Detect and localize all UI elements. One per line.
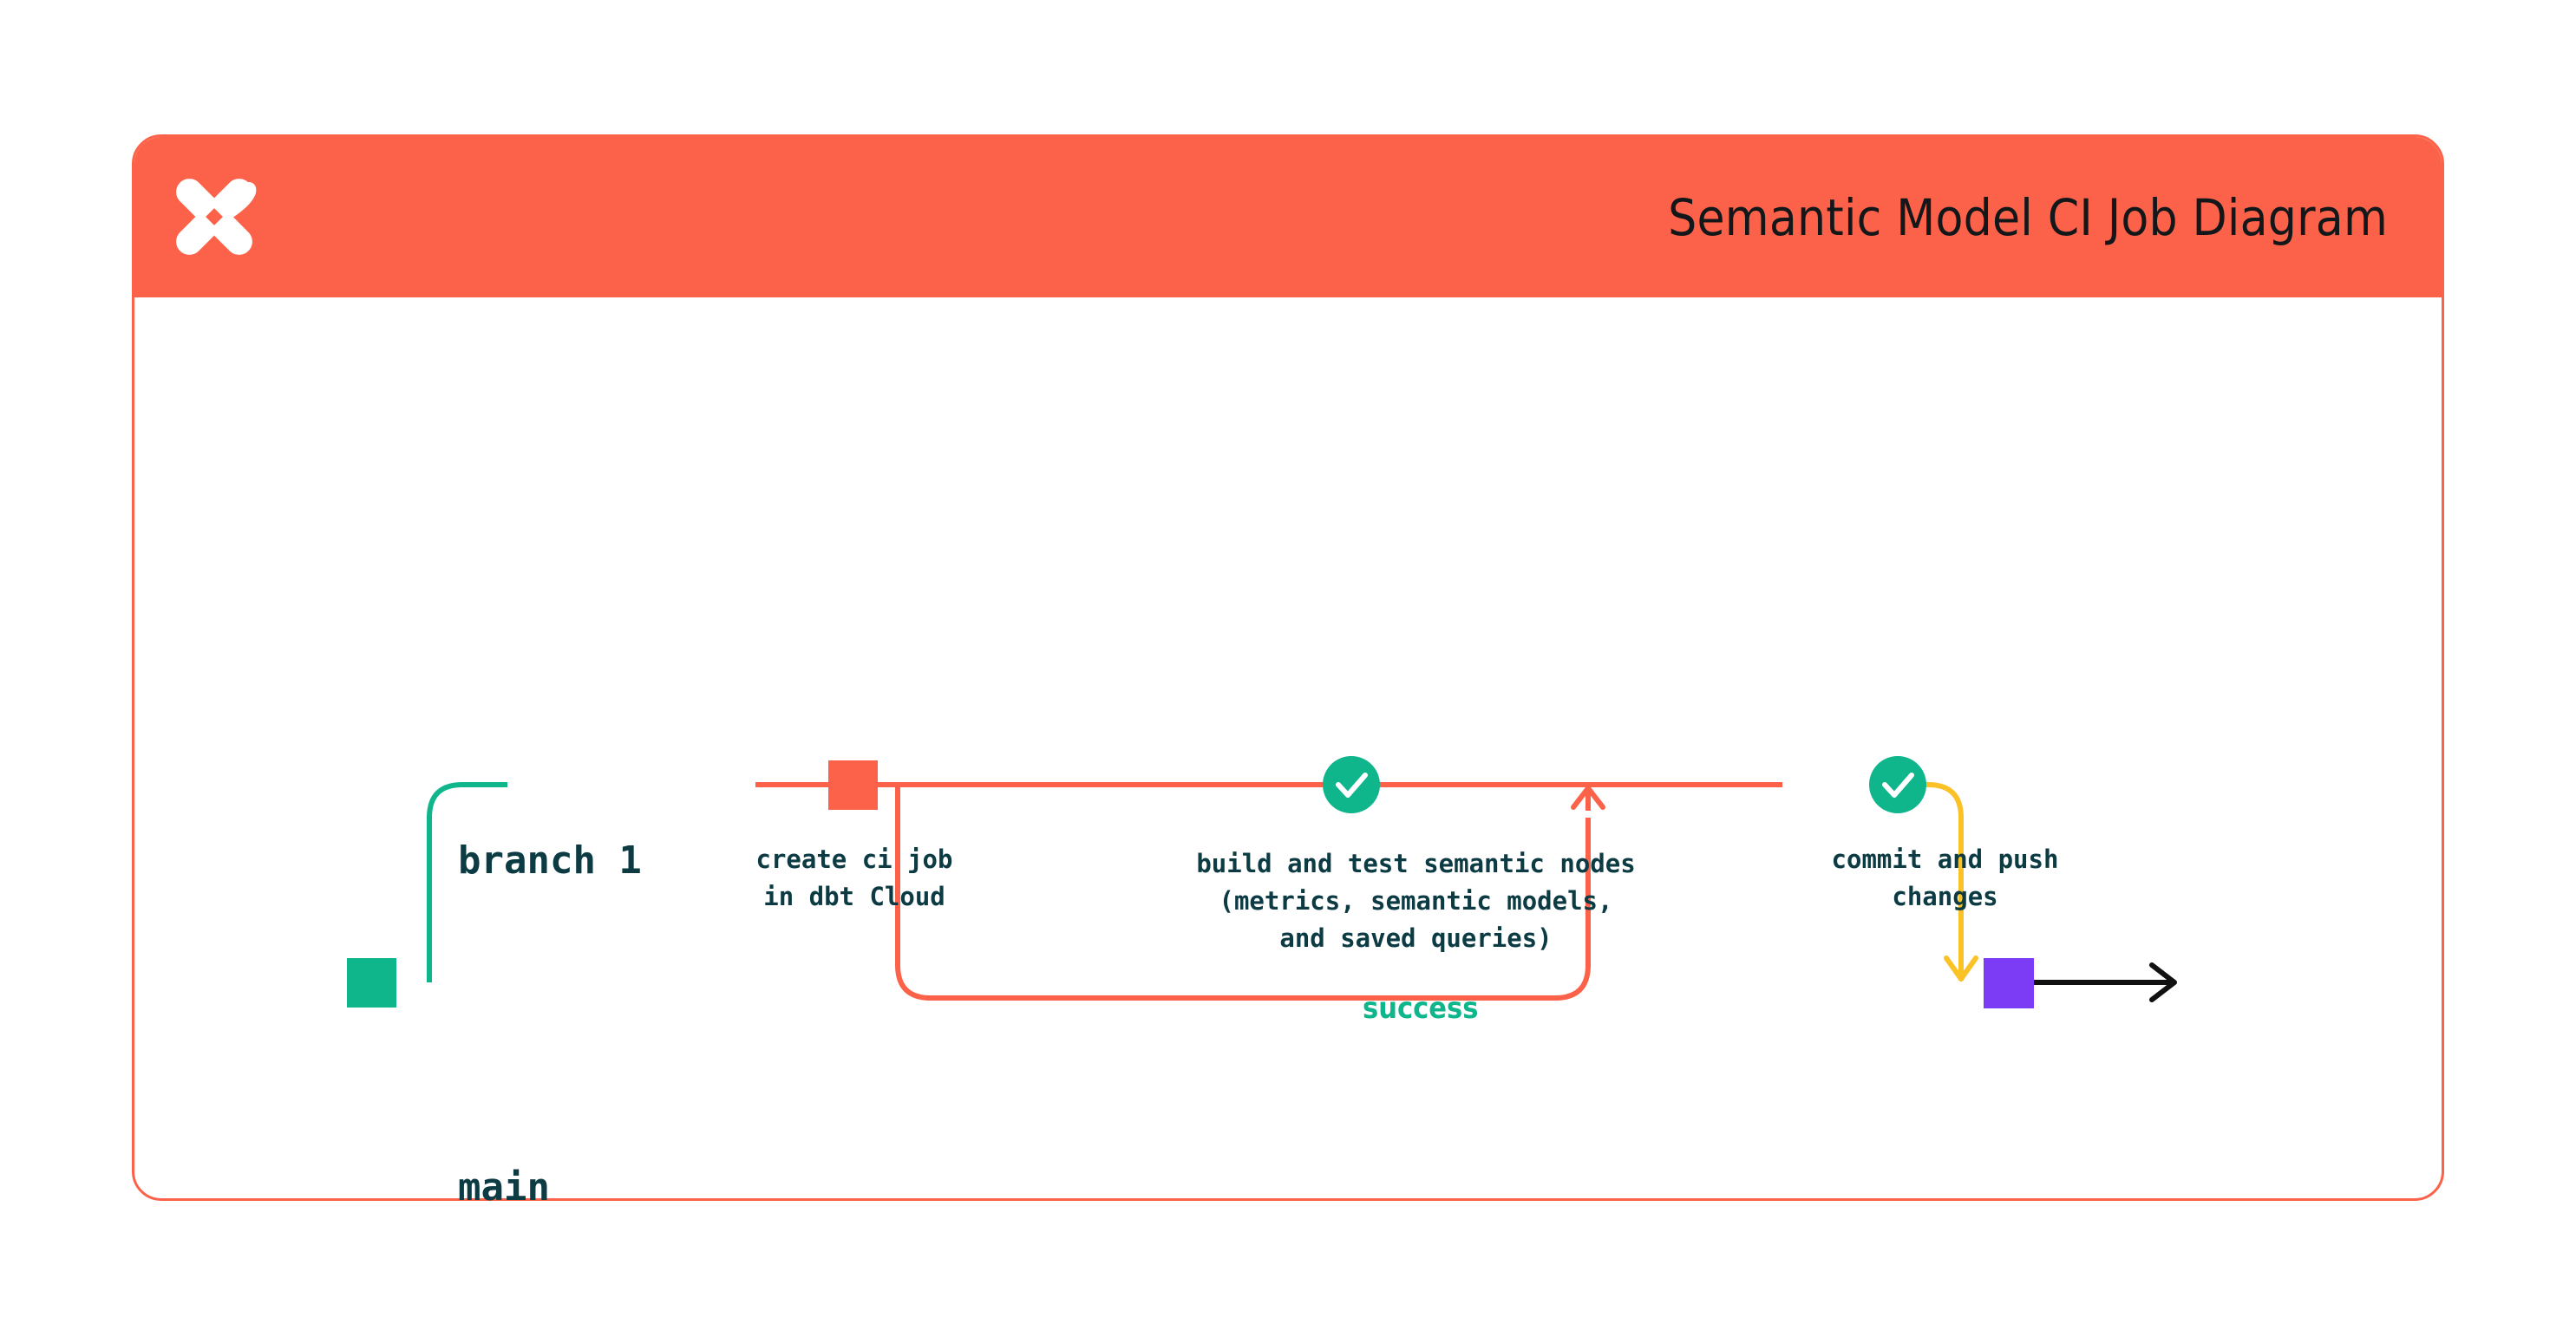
merge-edge-line (1902, 782, 1964, 956)
branch-rise-line (427, 782, 507, 982)
diagram-canvas: branch 1 main create ci job in dbt Cloud… (134, 297, 2442, 1201)
success-loop-left (895, 785, 1349, 1001)
git-flow-svg (347, 756, 2177, 1008)
edge-label-success: success (1363, 991, 1479, 1026)
success-loop-arrowhead-icon (1571, 785, 1605, 811)
lane-label-main: main (458, 1165, 550, 1201)
node-label-build-and-test: build and test semantic nodes (metrics, … (1196, 849, 1636, 953)
diagram-card: Semantic Model CI Job Diagram (132, 134, 2444, 1201)
lane-label-branch1: branch 1 (458, 838, 642, 883)
card-header: Semantic Model CI Job Diagram (134, 137, 2442, 297)
node-label-commit-and-push: commit and push changes (1831, 845, 2059, 911)
node-build-and-test[interactable] (1323, 756, 1380, 813)
check-circle-icon (1336, 773, 1368, 798)
production-arrowhead-icon (2149, 962, 2177, 1002)
dbt-x-logo-icon (176, 179, 257, 255)
page-title: Semantic Model CI Job Diagram (1668, 187, 2388, 247)
success-loop-right (1193, 818, 1591, 1001)
node-label-create-ci-job: create ci job in dbt Cloud (755, 845, 953, 911)
node-create-ci-job[interactable] (828, 760, 878, 810)
merge-arrowhead-icon (1944, 952, 1978, 982)
node-merge-to-main[interactable] (1984, 958, 2034, 1008)
node-commit-and-push[interactable] (1869, 756, 1926, 813)
check-circle-icon (1882, 773, 1914, 798)
node-main-start[interactable] (347, 958, 396, 1008)
